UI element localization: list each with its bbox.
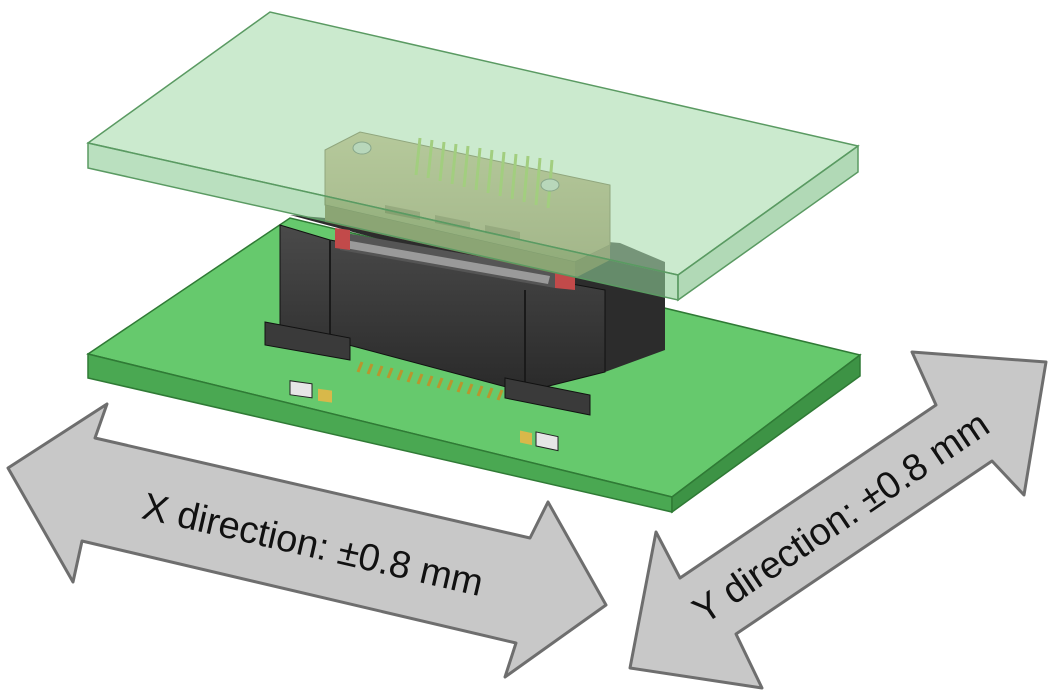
top-board — [86, 11, 860, 302]
pin-row — [356, 361, 504, 401]
